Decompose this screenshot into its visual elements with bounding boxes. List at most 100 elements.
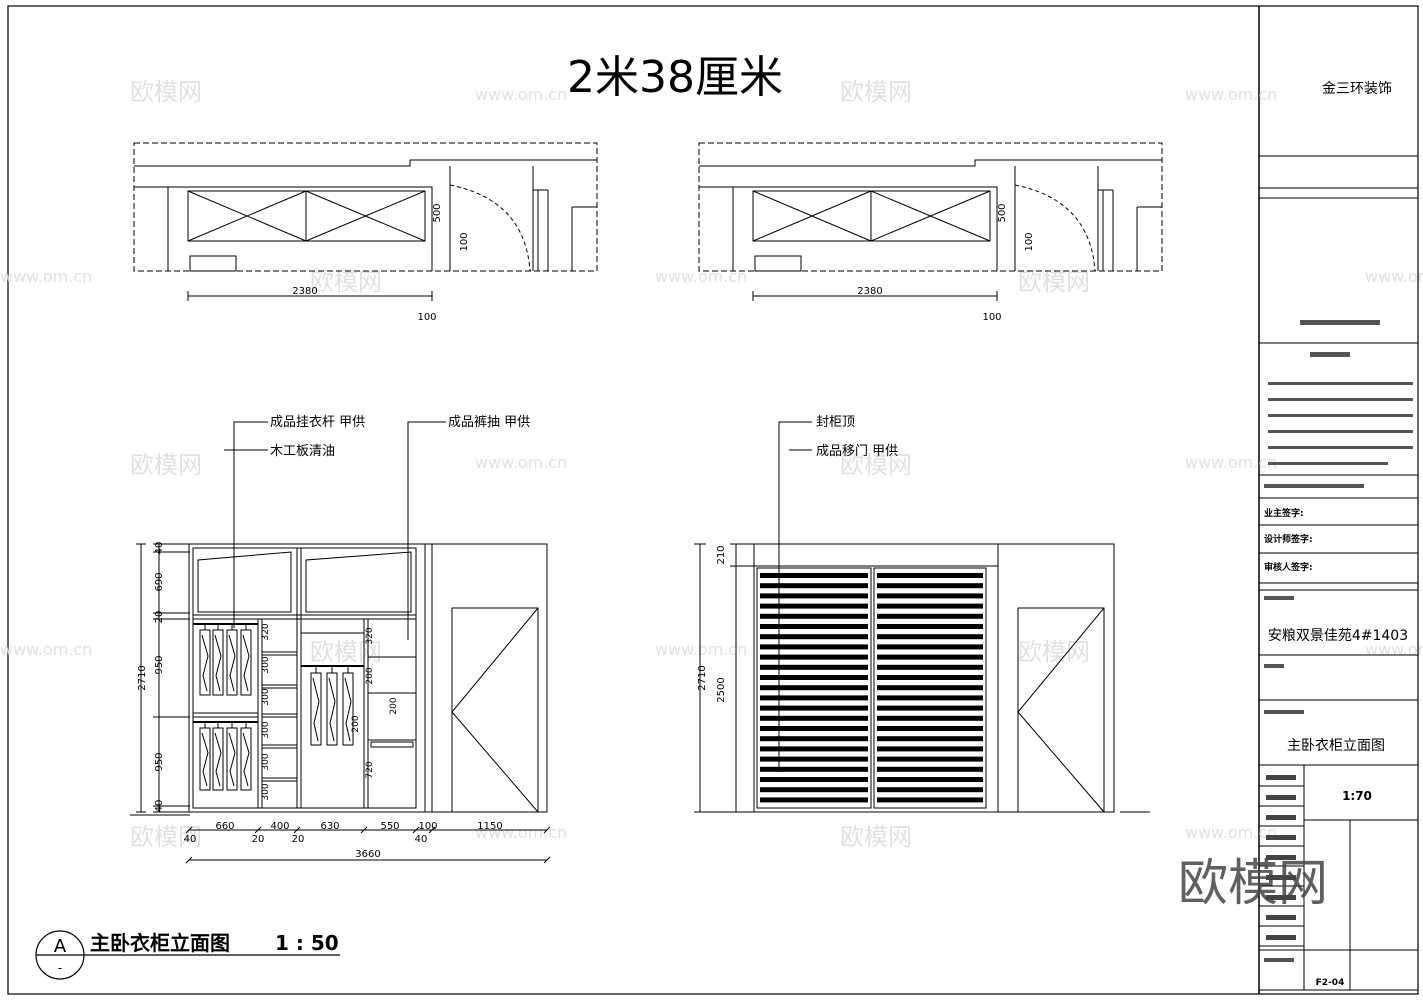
label-plywood: 木工板清油 [270,444,335,459]
louver-slat [760,624,868,629]
title-block [1259,155,1418,991]
watermark-text: 欧模网 [1018,268,1090,296]
louver-slat [877,736,983,742]
louver-slat [877,787,983,793]
horizontal-dim: 20 [292,834,305,845]
watermark-text: 欧模网 [310,268,382,296]
louver-slat [877,644,983,650]
right-elevation [694,421,1150,813]
horizontal-dim: 630 [320,821,339,832]
vertical-dim: 40 [154,800,165,813]
horizontal-dim: 400 [270,821,289,832]
hangers-left [193,623,364,791]
louver-slat [877,746,983,752]
watermark-text: www.om.cn [1365,267,1423,286]
louver-slat [760,787,868,793]
left-dim-texts: 4069020950950402710320300300300300300320… [137,542,503,860]
watermark-text: 欧模网 [840,823,912,851]
watermark-text: 欧模网 [130,823,202,851]
tb-drawing-name: 主卧衣柜立面图 [1287,738,1385,754]
garment-fold [228,634,236,692]
plan-right-dim-100: 100 [982,312,1001,323]
garment-fold [242,732,250,787]
watermark-text: www.om.cn [475,453,567,472]
watermark-text: www.om.cn [1185,453,1277,472]
plan-right-dim-500: 500 [997,203,1008,222]
louver-slat [877,715,983,721]
tb-field-label [1266,935,1296,940]
louver-slat [760,573,868,578]
label-cabinet-top: 封柜顶 [816,415,855,430]
louver-slat [760,685,868,691]
right-dim-2500: 2500 [716,677,727,702]
louver-slat [760,746,868,752]
horizontal-dim: 1150 [477,821,502,832]
tb-signature-row: 业主签字: [1264,507,1304,519]
plan-left [133,142,598,301]
tb-field-label [1266,835,1296,840]
garment-fold [228,732,236,787]
louver-slat [877,777,983,782]
watermark-text: www.om.cn [475,85,567,104]
plan-right-dim-100b: 100 [1024,232,1035,251]
inner-dim: 300 [261,721,271,738]
watermark-text: www.om.cn [0,640,92,659]
louver-slat [760,634,868,640]
tb-field-label [1266,895,1296,900]
louver-slat [877,705,983,711]
louver-slat [877,624,983,629]
watermark-text: 欧模网 [130,451,202,479]
left-elevation [130,421,551,864]
caption-title: 主卧衣柜立面图 [90,931,230,955]
louver-slat [760,766,868,772]
horizontal-dim: 40 [184,834,197,845]
vertical-dim: 690 [154,572,165,591]
brand-watermark: 欧模网 [1178,854,1328,912]
garment [240,727,252,791]
watermark-text: www.om.cn [1185,85,1277,104]
louver-slat [877,593,983,599]
tb-sheet-no: F2-04 [1316,978,1345,988]
inner-dim: 300 [261,688,271,705]
inner-dim: 320 [261,623,271,640]
horizontal-dim: 40 [415,834,428,845]
louver-slat [760,705,868,711]
louver-slat [760,736,868,742]
dim-tick [360,826,368,834]
louver-slat [760,695,868,701]
sliding-door-louvers [760,573,983,803]
dim-tick [412,826,420,834]
dim-tick [185,856,193,864]
watermarks: 欧模网 www.om.cn 欧模网 www.om.cn www.om.cn 欧模网 www.… [0,78,1423,851]
garment-fold [214,634,222,692]
label-sliding-door: 成品移门 甲供 [816,444,898,459]
inner-dim: 300 [261,656,271,673]
plan-right [698,142,1163,301]
caption-symbol-letter: A [54,936,67,957]
dim-tick [185,826,193,834]
louver-slat [760,756,868,762]
plan-left-dim-500: 500 [432,203,443,222]
louver-slat [877,583,983,589]
louver-slat [877,695,983,701]
tb-field-label [1266,855,1296,860]
garment-fold [242,634,250,692]
garment [226,727,238,791]
inner-dim: 200 [351,715,361,732]
garment-fold [312,677,320,742]
vertical-dim: 20 [154,611,165,624]
caption-scale: 1 : 50 [275,931,339,955]
garment [212,727,224,791]
louver-slat [760,583,868,589]
plan-left-dim-100b: 100 [459,232,470,251]
total-width-dim: 3660 [355,849,380,860]
louver-slat [760,675,868,680]
plan-left-dim-100: 100 [417,312,436,323]
title-block-small-rows: 业主签字:设计师签字:审核人签字: [1259,507,1313,947]
garment-fold [214,732,222,787]
title-block-fine-text [1264,320,1413,962]
louver-slat [760,726,868,731]
dim-tick [428,826,436,834]
louver-slat [877,756,983,762]
